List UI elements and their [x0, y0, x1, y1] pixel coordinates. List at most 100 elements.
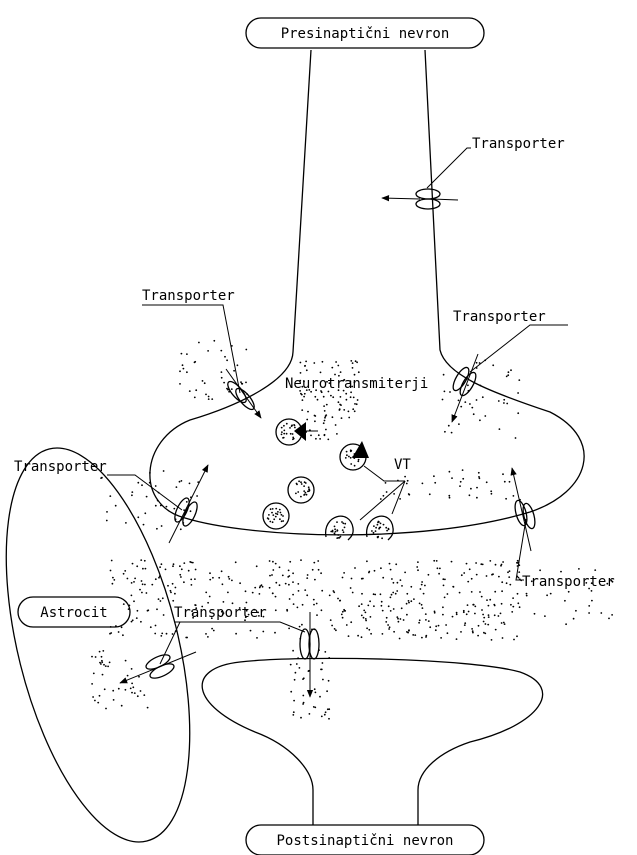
dot — [305, 492, 307, 494]
dot — [437, 567, 439, 569]
dot — [386, 617, 388, 619]
dot — [379, 527, 381, 529]
dot — [106, 511, 108, 513]
dot — [194, 578, 196, 580]
dot — [179, 565, 181, 567]
dot — [340, 396, 342, 398]
dot — [306, 369, 308, 371]
dot — [227, 592, 229, 594]
dot — [478, 476, 480, 478]
dot — [471, 628, 473, 630]
dot — [175, 587, 177, 589]
dot — [137, 482, 139, 484]
dot — [320, 669, 322, 671]
dot — [133, 581, 135, 583]
dot — [334, 526, 336, 528]
dot — [101, 660, 103, 662]
dot — [335, 424, 337, 426]
dot — [221, 570, 223, 572]
dot — [272, 508, 274, 510]
dot — [382, 633, 384, 635]
dot — [166, 506, 168, 508]
dot — [470, 488, 472, 490]
dot — [357, 635, 359, 637]
dot — [608, 618, 610, 620]
dot — [484, 633, 486, 635]
dot — [386, 530, 388, 532]
dot — [337, 598, 339, 600]
dot — [222, 583, 224, 585]
dot — [395, 563, 397, 565]
dot — [588, 612, 590, 614]
dot — [476, 399, 478, 401]
dot — [297, 491, 299, 493]
dot — [357, 460, 359, 462]
dot — [195, 569, 197, 571]
dot — [252, 592, 254, 594]
dot — [439, 568, 441, 570]
dot — [346, 454, 348, 456]
dot — [506, 403, 508, 405]
dot — [385, 482, 387, 484]
dot — [362, 578, 364, 580]
dot — [328, 708, 330, 710]
dot — [499, 428, 501, 430]
dot — [451, 561, 453, 563]
dot — [425, 619, 427, 621]
dot — [283, 437, 285, 439]
dot — [393, 631, 395, 633]
dot — [335, 531, 337, 533]
dot — [185, 637, 187, 639]
vt-label: VT — [394, 457, 411, 473]
dot — [350, 587, 352, 589]
dot — [363, 617, 365, 619]
transporter-label-left: Transporter — [14, 459, 107, 475]
dot — [344, 610, 346, 612]
dot — [342, 611, 344, 613]
dot — [196, 495, 198, 497]
dot — [166, 633, 168, 635]
dot — [306, 594, 308, 596]
dot — [406, 593, 408, 595]
dot — [237, 364, 239, 366]
dot — [383, 495, 385, 497]
dot — [330, 619, 332, 621]
dot — [271, 512, 273, 514]
transporter-terminal-right: Transporter — [512, 468, 615, 590]
dot — [398, 621, 400, 623]
dot — [361, 636, 363, 638]
dot — [501, 581, 503, 583]
dot — [550, 593, 552, 595]
dot — [322, 679, 324, 681]
astrocyte-label-text: Astrocit — [40, 605, 107, 621]
dot — [408, 600, 410, 602]
dot — [262, 586, 264, 588]
dot — [425, 613, 427, 615]
dot — [160, 600, 162, 602]
dot — [513, 495, 515, 497]
dot — [308, 486, 310, 488]
dot — [137, 695, 139, 697]
dot — [155, 485, 157, 487]
dot — [416, 566, 418, 568]
dot — [365, 618, 367, 620]
dot — [121, 705, 123, 707]
dot — [483, 617, 485, 619]
dot — [115, 505, 117, 507]
dot — [123, 603, 125, 605]
dot — [365, 612, 367, 614]
dot — [382, 577, 384, 579]
dot — [144, 512, 146, 514]
dot — [507, 374, 509, 376]
dot — [188, 570, 190, 572]
dot — [180, 576, 182, 578]
dot — [369, 600, 371, 602]
dot — [182, 364, 184, 366]
dot — [319, 438, 321, 440]
dot — [323, 396, 325, 398]
dot — [534, 613, 536, 615]
dot — [313, 604, 315, 606]
dot — [145, 568, 147, 570]
dot — [195, 389, 197, 391]
